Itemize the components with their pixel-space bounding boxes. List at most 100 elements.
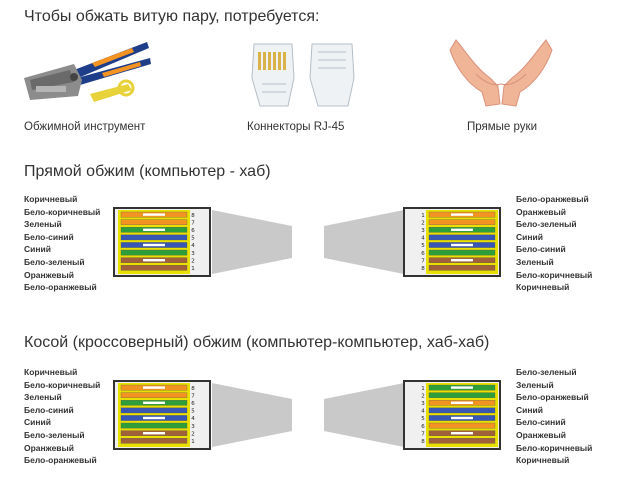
wire-label: Бело-оранжевый: [516, 392, 589, 403]
wire-label: Синий: [24, 417, 51, 428]
wire-label: Оранжевый: [24, 269, 75, 280]
wire-stripe-right: [451, 243, 473, 247]
wire-left: [120, 219, 188, 225]
wire-right: [428, 234, 496, 241]
rj45-connector-icon: [246, 38, 360, 110]
wire-stripe-right: [451, 386, 473, 389]
wire-stripe-right: [451, 432, 473, 435]
pin-number-left: 5: [191, 409, 195, 415]
wire-label: Коричневый: [24, 194, 78, 204]
wire-label: Коричневый: [24, 367, 78, 377]
wire-stripe-right: [451, 228, 473, 231]
tool-label-crimper: Обжимной инструмент: [24, 121, 146, 133]
wire-label: Оранжевый: [24, 442, 75, 453]
wire-label: Бело-оранжевый: [24, 455, 97, 466]
wire-stripe-left: [143, 416, 165, 420]
wire-stripe-right: [451, 259, 473, 262]
pin-number-left: 7: [191, 393, 195, 399]
pin-number-left: 6: [191, 401, 195, 407]
pin-number-left: 4: [191, 243, 195, 249]
pin-number-right: 3: [421, 401, 425, 407]
pin-number-left: 2: [191, 258, 195, 264]
pin-number-right: 5: [421, 416, 425, 422]
wire-stripe-left: [143, 243, 165, 247]
wire-label: Синий: [24, 244, 51, 255]
wire-label: Бело-зеленый: [516, 219, 577, 230]
wire-label: Зеленый: [516, 379, 554, 390]
pin-number-right: 5: [421, 243, 425, 249]
wire-label: Бело-синий: [24, 231, 74, 242]
wire-left: [120, 249, 188, 256]
section-heading-crossover: Косой (кроссоверный) обжим (компьютер-ко…: [24, 334, 490, 351]
wire-left: [120, 407, 188, 414]
pin-number-left: 8: [191, 213, 195, 219]
wire-stripe-left: [143, 401, 165, 404]
wire-stripe-left: [143, 259, 165, 262]
wire-stripe-left: [143, 228, 165, 231]
wire-stripe-right: [451, 416, 473, 420]
wire-stripe-left: [143, 213, 165, 216]
wire-left: [120, 422, 188, 429]
wire-stripe-left: [143, 386, 165, 389]
tool-label-hands: Прямые руки: [467, 121, 537, 133]
wire-label: Бело-коричневый: [516, 442, 593, 453]
wire-label: Бело-зеленый: [516, 367, 577, 377]
wire-label: Бело-оранжевый: [516, 194, 589, 204]
wire-stripe-right: [451, 213, 473, 216]
wire-label: Зеленый: [24, 392, 62, 403]
pin-number-left: 5: [191, 236, 195, 242]
wire-left: [120, 234, 188, 241]
wire-label: Коричневый: [516, 455, 570, 466]
pin-number-left: 7: [191, 220, 195, 226]
cable-body-right: [324, 383, 404, 447]
pin-number-right: 3: [421, 228, 425, 234]
wire-left: [120, 265, 188, 271]
hands-icon: [446, 34, 556, 114]
wire-left: [120, 438, 188, 444]
wire-stripe-right: [451, 401, 473, 404]
tool-label-connectors: Коннекторы RJ-45: [247, 121, 345, 133]
wire-label: Оранжевый: [516, 429, 567, 440]
wire-label: Оранжевый: [516, 206, 567, 217]
wire-label: Бело-коричневый: [24, 206, 101, 217]
wire-right: [428, 249, 496, 256]
left-labels-straight: Коричневый Бело-коричневый Зеленый Бело-…: [24, 193, 100, 294]
pin-number-right: 8: [421, 439, 425, 445]
pin-number-left: 1: [191, 266, 195, 272]
right-labels-straight: Бело-оранжевый Оранжевый Бело-зеленый Си…: [516, 193, 592, 294]
wire-right: [428, 407, 496, 414]
pin-number-left: 2: [191, 431, 195, 437]
page-title: Чтобы обжать витую пару, потребуется:: [24, 8, 320, 25]
cable-body-left: [212, 210, 292, 274]
pin-number-right: 6: [421, 251, 425, 257]
cable-body-right: [324, 210, 404, 274]
pin-number-left: 3: [191, 424, 195, 430]
right-labels-crossover: Бело-зеленый Зеленый Бело-оранжевый Сини…: [516, 366, 592, 467]
wire-right: [428, 392, 496, 398]
wire-label: Бело-синий: [24, 404, 74, 415]
wire-right: [428, 438, 496, 444]
pin-number-right: 2: [421, 220, 425, 226]
wire-left: [120, 392, 188, 398]
pin-number-right: 7: [421, 258, 425, 264]
pin-number-right: 7: [421, 431, 425, 437]
wire-right: [428, 265, 496, 271]
wire-label: Бело-оранжевый: [24, 282, 97, 293]
wire-right: [428, 422, 496, 429]
wire-label: Коричневый: [516, 282, 570, 293]
wire-label: Бело-зеленый: [24, 429, 85, 440]
pin-number-right: 1: [421, 213, 425, 219]
pin-number-left: 6: [191, 228, 195, 234]
wire-label: Зеленый: [516, 256, 554, 267]
wire-right: [428, 219, 496, 225]
wire-label: Синий: [516, 231, 543, 242]
wire-label: Зеленый: [24, 219, 62, 230]
section-heading-straight: Прямой обжим (компьютер - хаб): [24, 163, 271, 180]
pin-number-right: 6: [421, 424, 425, 430]
pin-number-left: 8: [191, 386, 195, 392]
pin-number-left: 4: [191, 416, 195, 422]
wire-label: Синий: [516, 404, 543, 415]
pin-number-right: 4: [421, 236, 425, 242]
pin-number-right: 1: [421, 386, 425, 392]
